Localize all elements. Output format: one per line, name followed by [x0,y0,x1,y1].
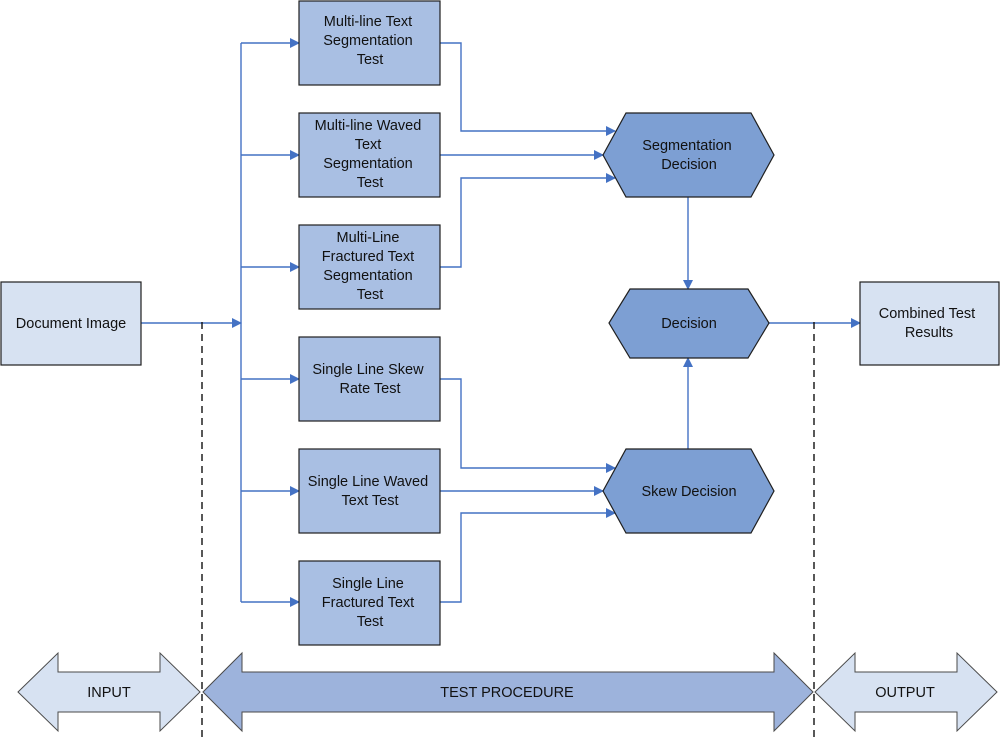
connector-test-1-to-segmentation [440,42,616,136]
test-box-label-line: Fractured Text [322,595,414,611]
test-box-shape [298,224,441,310]
test-box-label-line: Text Test [342,493,399,509]
test-box-label-line: Text [355,137,382,153]
skew-decision: Skew Decision [602,448,775,534]
connector-test-4-to-skew [440,378,616,473]
phase-input-label: INPUT [87,685,131,701]
connector-test-3-to-segmentation [440,173,616,268]
test-box-label: Single Line Fractured Text Test [322,576,418,630]
skew-decision-label: Skew Decision [641,484,736,500]
segmentation-decision-label: Segmentation Decision [642,138,736,173]
test-box-label-line: Multi-line Text [324,14,412,30]
combined-results-label-line-2: Results [905,325,953,341]
test-box-multiline-segmentation: Multi-line Text Segmentation Test [298,0,441,86]
skew-decision-label-line: Skew Decision [641,484,736,500]
phase-separators [201,322,815,738]
test-box-label-line: Segmentation [323,268,412,284]
test-box-shape [298,448,441,534]
document-image-box: Document Image [0,281,142,366]
test-box-label-line: Segmentation [323,156,412,172]
phase-input-arrow: INPUT [17,651,201,733]
test-box-label-line: Single Line Waved [308,474,428,490]
test-box-shape [298,0,441,86]
segmentation-decision-label-line: Segmentation [642,138,731,154]
test-box-label: Multi-line Text Segmentation Test [323,14,417,68]
test-box-shape [298,560,441,646]
test-box-shape [298,112,441,198]
test-box-multiline-waved-segmentation: Multi-line Waved Text Segmentation Test [298,112,441,198]
segmentation-decision-label-line: Decision [661,157,717,173]
final-decision-label-line: Decision [661,316,717,332]
final-decision-shape [608,288,770,359]
phase-procedure-arrow: TEST PROCEDURE [202,651,814,733]
connector-test-6-to-skew [440,508,616,603]
skew-decision-shape [602,448,775,534]
connectors [141,38,861,607]
test-box-label-line: Multi-line Waved [315,118,422,134]
segmentation-decision-shape [602,112,775,198]
test-box-label: Multi-line Waved Text Segmentation Test [315,118,426,191]
final-decision: Decision [608,288,770,359]
test-box-shape [298,336,441,422]
phase-procedure-label: TEST PROCEDURE [440,685,574,701]
document-image-label-line-1: Document Image [16,316,126,332]
final-decision-label: Decision [661,316,717,332]
test-box-label-line: Segmentation [323,33,412,49]
document-image-box-shape [0,281,142,366]
phase-output-label: OUTPUT [875,685,935,701]
test-box-label: Single Line Waved Text Test [308,474,432,509]
document-image-label: Document Image [16,316,126,332]
phase-output-arrow-shape [814,651,998,733]
combined-results-box: Combined Test Results [859,281,1000,366]
phase-input-arrow-shape [17,651,201,733]
test-box-label-line: Test [357,287,384,303]
test-box-label-line: Multi-Line [337,230,400,246]
test-box-label: Single Line Skew Rate Test [312,362,427,397]
combined-results-box-shape [859,281,1000,366]
test-box-single-line-fractured: Single Line Fractured Text Test [298,560,441,646]
phase-procedure-arrow-shape [202,651,814,733]
test-box-label-line: Single Line Skew [312,362,424,378]
test-box-single-line-waved: Single Line Waved Text Test [298,448,441,534]
phase-output-arrow: OUTPUT [814,651,998,733]
test-box-label-line: Test [357,614,384,630]
test-box-label-line: Test [357,175,384,191]
test-box-label-line: Fractured Text [322,249,414,265]
test-box-label: Multi-Line Fractured Text Segmentation T… [322,230,418,303]
test-box-label-line: Rate Test [340,381,401,397]
test-box-label-line: Single Line [332,576,404,592]
combined-results-label: Combined Test Results [879,306,979,341]
test-box-multiline-fractured-segmentation: Multi-Line Fractured Text Segmentation T… [298,224,441,310]
test-box-single-line-skew-rate: Single Line Skew Rate Test [298,336,441,422]
combined-results-label-line-1: Combined Test [879,306,975,322]
segmentation-decision: Segmentation Decision [602,112,775,198]
test-box-label-line: Test [357,52,384,68]
